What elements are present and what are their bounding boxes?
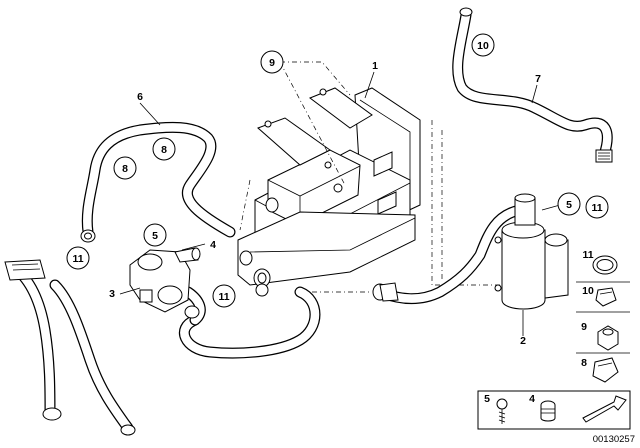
callout-8b: 8 (152, 137, 176, 161)
callout-9-label: 9 (269, 57, 275, 69)
hose-to-filter (372, 204, 526, 305)
leader-lines (119, 71, 561, 336)
direction-arrow-icon (582, 395, 627, 423)
callout-10: 10 (471, 33, 495, 57)
callout-8a: 8 (113, 156, 137, 180)
callout-7: 7 (535, 73, 541, 85)
grommet-4-icon (540, 400, 556, 422)
callout-8b-label: 8 (161, 144, 167, 156)
callout-5a: 5 (143, 223, 167, 247)
legend-number-11: 11 (582, 249, 593, 261)
small-parts-column (592, 255, 619, 383)
callout-5b-label: 5 (566, 199, 572, 211)
callout-4: 4 (210, 239, 216, 251)
callout-11c: 11 (585, 195, 609, 219)
callout-1: 1 (372, 60, 378, 72)
legend-number-4: 4 (529, 393, 535, 405)
callout-11b-label: 11 (218, 291, 229, 303)
callout-11a: 11 (66, 246, 90, 270)
callout-5b: 5 (557, 192, 581, 216)
legend-number-9: 9 (581, 321, 587, 333)
clip-10-icon (595, 287, 617, 307)
activated-carbon-canister (237, 87, 421, 288)
purge-valve (129, 247, 201, 313)
callout-11b: 11 (212, 284, 236, 308)
diagram-id: 00130257 (593, 434, 635, 445)
callout-9: 9 (260, 50, 284, 74)
hose-7 (452, 7, 613, 163)
screw-5-icon (496, 398, 508, 410)
callout-6: 6 (137, 91, 143, 103)
callout-10-label: 10 (477, 40, 489, 52)
callout-11c-label: 11 (591, 202, 602, 214)
legend-number-8: 8 (581, 357, 587, 369)
callout-3: 3 (109, 288, 115, 300)
filler-pipes (4, 259, 136, 436)
hose-6 (80, 121, 236, 243)
clamp-8-icon (592, 357, 619, 383)
legend-dividers (576, 281, 630, 354)
hose-valve-loop (178, 283, 321, 359)
callout-5a-label: 5 (152, 230, 158, 242)
dust-filter (494, 193, 569, 310)
callout-8a-label: 8 (122, 163, 128, 175)
legend-number-10: 10 (582, 285, 594, 297)
legend-number-5: 5 (484, 393, 490, 405)
callout-11a-label: 11 (72, 253, 83, 265)
legend-box (477, 390, 631, 430)
alignment-lines (239, 61, 500, 293)
callout-2: 2 (520, 335, 526, 347)
